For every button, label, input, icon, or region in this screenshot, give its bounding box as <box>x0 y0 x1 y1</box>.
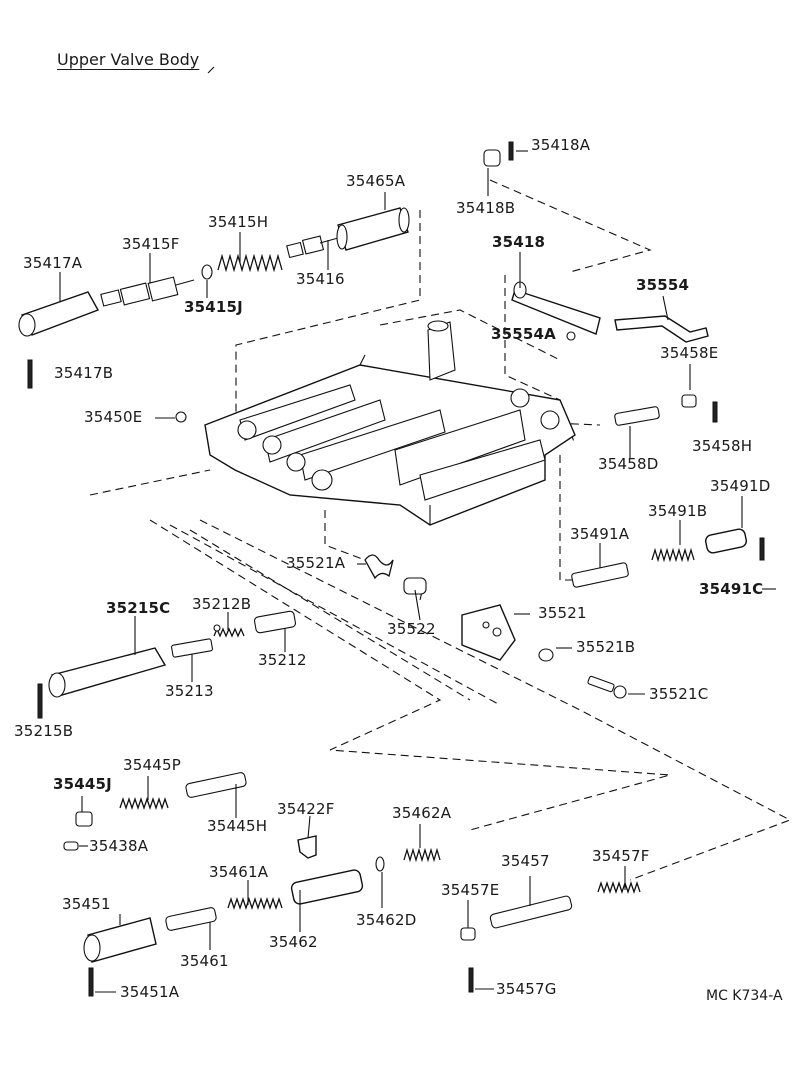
callout-35458H: 35458H <box>692 437 753 455</box>
callout-35422F: 35422F <box>277 800 335 818</box>
callout-35418A: 35418A <box>531 136 591 154</box>
parts-left-middle <box>37 610 297 719</box>
callout-35213: 35213 <box>165 682 214 700</box>
callout-35461: 35461 <box>180 952 229 970</box>
callout-35215C: 35215C <box>106 599 171 617</box>
callout-35491D: 35491D <box>710 477 771 495</box>
callout-35451A: 35451A <box>120 983 180 1001</box>
parts-right-middle <box>364 528 765 699</box>
callout-35521A: 35521A <box>286 554 346 572</box>
callout-35522: 35522 <box>387 620 436 638</box>
callout-35417B: 35417B <box>54 364 114 382</box>
callout-35554A: 35554A <box>491 325 556 343</box>
callout-35462: 35462 <box>269 933 318 951</box>
callout-35457G: 35457G <box>496 980 557 998</box>
callout-35212: 35212 <box>258 651 307 669</box>
callout-35445P: 35445P <box>123 756 181 774</box>
callout-35438A: 35438A <box>89 837 149 855</box>
parts-bottom <box>63 772 641 997</box>
callout-35461A: 35461A <box>209 863 269 881</box>
callout-35450E: 35450E <box>84 408 143 426</box>
callout-35457: 35457 <box>501 852 550 870</box>
callout-35445J: 35445J <box>53 775 112 793</box>
callout-35418: 35418 <box>492 233 546 251</box>
diagram-title: Upper Valve Body <box>57 50 200 69</box>
callout-35451: 35451 <box>62 895 111 913</box>
callout-35457E: 35457E <box>441 881 500 899</box>
callout-35465A: 35465A <box>346 172 406 190</box>
callout-35418B: 35418B <box>456 199 516 217</box>
callout-35462A: 35462A <box>392 804 452 822</box>
callout-35416: 35416 <box>296 270 345 288</box>
callout-35462D: 35462D <box>356 911 417 929</box>
upper-valve-body-casting <box>204 320 576 526</box>
callout-35491B: 35491B <box>648 502 708 520</box>
parts-top-left <box>18 141 514 423</box>
callout-35417A: 35417A <box>23 254 83 272</box>
callout-35415H: 35415H <box>208 213 269 231</box>
callout-35521B: 35521B <box>576 638 636 656</box>
callout-35491A: 35491A <box>570 525 630 543</box>
callout-35521C: 35521C <box>649 685 709 703</box>
parts-top-right <box>511 281 718 426</box>
callout-35415F: 35415F <box>122 235 180 253</box>
callout-35445H: 35445H <box>207 817 268 835</box>
callout-35458D: 35458D <box>598 455 659 473</box>
leader-lines <box>59 150 776 993</box>
callout-35554: 35554 <box>636 276 690 294</box>
callout-35491C: 35491C <box>699 580 764 598</box>
callout-35458E: 35458E <box>660 344 719 362</box>
drawing-code: MC K734-A <box>706 988 783 1004</box>
callout-35521: 35521 <box>538 604 587 622</box>
callout-35415J: 35415J <box>184 298 243 316</box>
callout-35457F: 35457F <box>592 847 650 865</box>
callout-35212B: 35212B <box>192 595 252 613</box>
callout-35215B: 35215B <box>14 722 74 740</box>
